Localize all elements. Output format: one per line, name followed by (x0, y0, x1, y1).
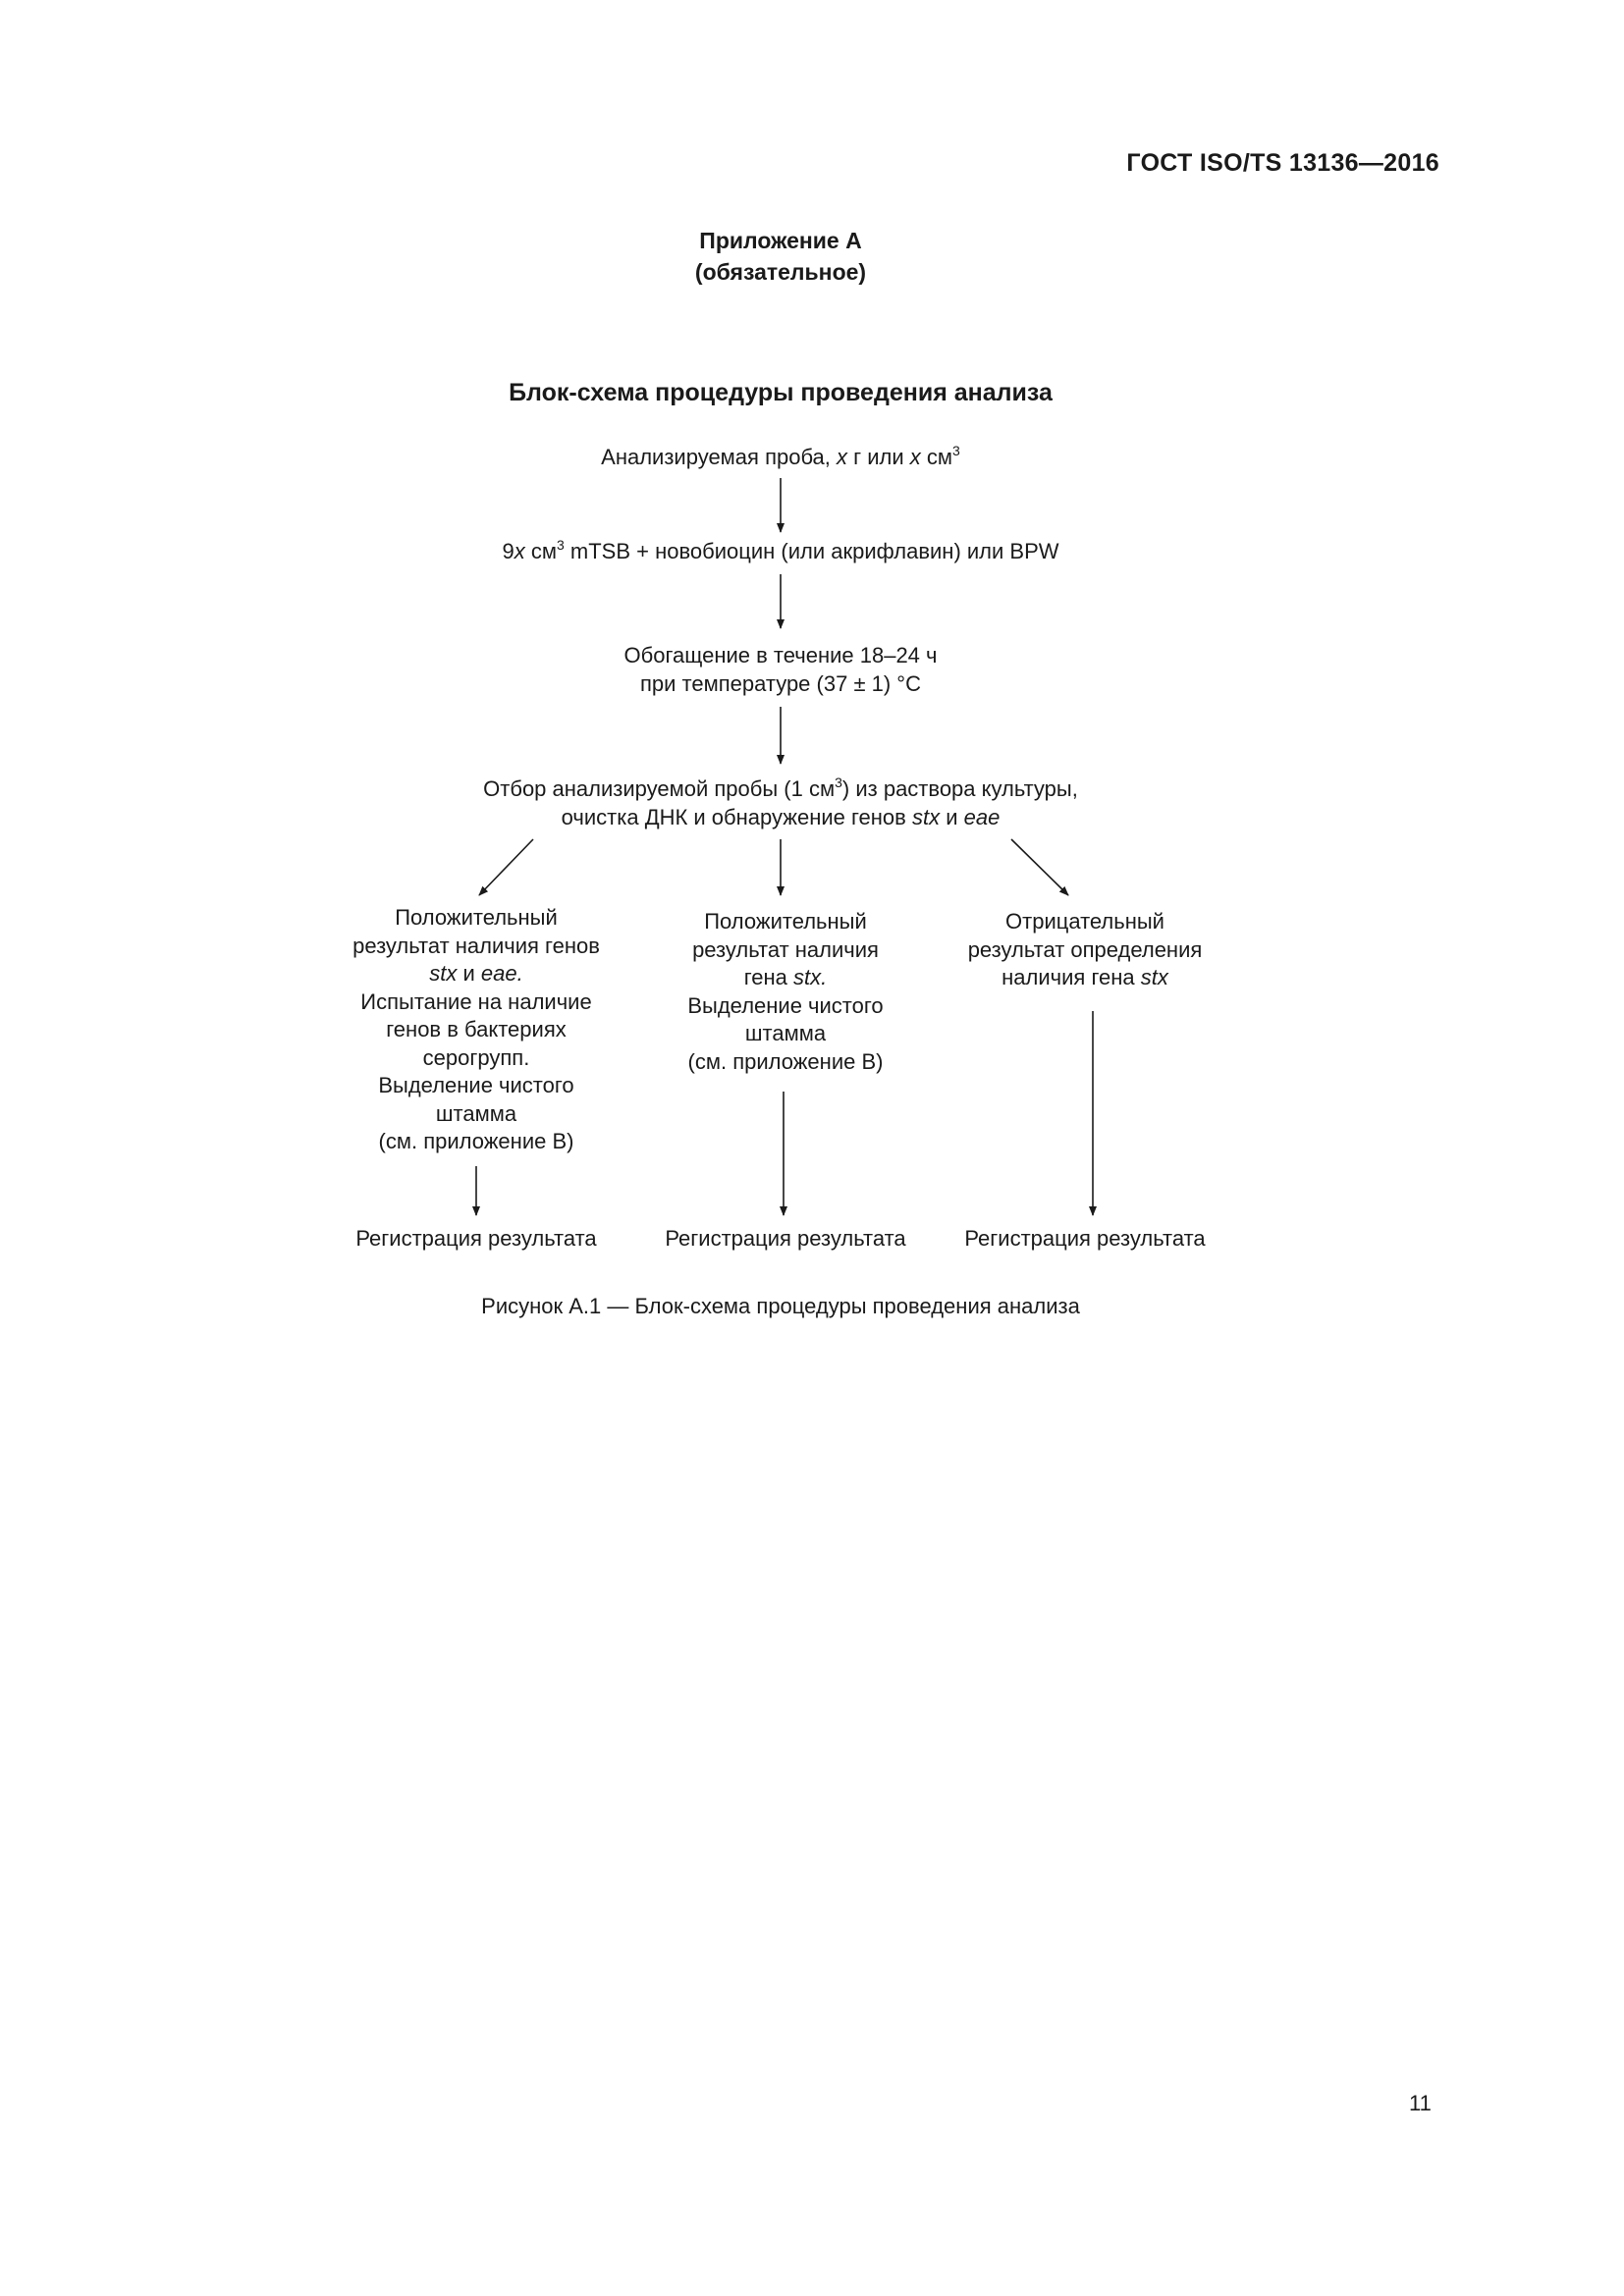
node-branch-right: Отрицательный результат определения нали… (967, 909, 1203, 989)
arrow-selection-to-left (478, 838, 534, 896)
node-selection: Отбор анализируемой пробы (1 см3) из рас… (483, 774, 1078, 829)
enrichment-line-1: Обогащение в течение 18–24 ч (623, 643, 938, 667)
annex-status: (обязательное) (694, 259, 867, 285)
node-result-middle: Регистрация результата (665, 1226, 906, 1251)
page-number: 11 (1409, 2091, 1432, 2115)
annex-title: Приложение А (699, 228, 862, 253)
figure-caption: Рисунок А.1 — Блок-схема процедуры прове… (481, 1294, 1080, 1318)
document-header: ГОСТ ISO/TS 13136—2016 (1126, 149, 1439, 177)
node-branch-left: Положительный результат наличия генов st… (352, 905, 600, 1153)
node-enrichment: Обогащение в течение 18–24 ч при темпера… (535, 642, 1026, 698)
section-title: Блок-схема процедуры проведения анализа (509, 379, 1053, 406)
node-sample: Анализируемая проба, x г или x см3 (601, 443, 960, 469)
arrow-selection-to-right (1010, 838, 1069, 896)
node-medium: 9x см3 mTSB + новобиоцин (или акрифлавин… (502, 537, 1059, 563)
enrichment-line-2: при температуре (37 ± 1) °С (640, 670, 921, 696)
node-result-right: Регистрация результата (964, 1226, 1206, 1251)
node-branch-middle: Положительный результат наличия гена stx… (687, 909, 884, 1074)
node-result-left: Регистрация результата (355, 1226, 597, 1251)
